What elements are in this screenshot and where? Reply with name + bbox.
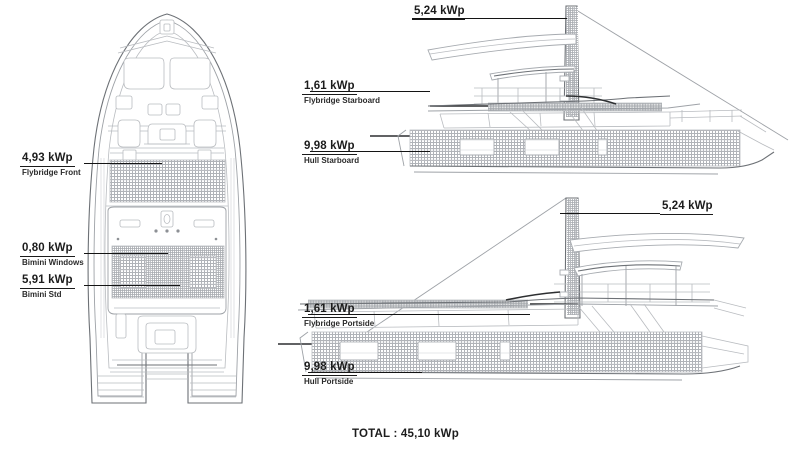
callout-hull-starboard: 9,98 kWp Hull Starboard xyxy=(302,136,359,166)
callout-flybridge-portside: 1,61 kWp Flybridge Portside xyxy=(302,299,374,329)
pv-flybridge-starboard xyxy=(488,103,662,111)
callout-label: Hull Starboard xyxy=(304,156,360,165)
callout-label: Hull Portside xyxy=(304,377,354,386)
callout-value: 5,24 kWp xyxy=(412,5,465,20)
leader-flybridge-front xyxy=(84,163,162,164)
plan-view-drawing xyxy=(60,8,275,418)
leader-bimini-windows xyxy=(84,253,168,254)
leader-mast-starboard xyxy=(412,18,567,19)
pv-bimini-window-left xyxy=(120,256,146,288)
callout-label: Flybridge Portside xyxy=(304,319,375,328)
callout-label: Flybridge Starboard xyxy=(304,96,381,105)
pv-hull-starboard xyxy=(410,130,740,166)
callout-label: Bimini Windows xyxy=(22,258,84,267)
callout-value: 1,61 kWp xyxy=(302,303,357,318)
callout-value: 1,61 kWp xyxy=(302,80,357,95)
callout-value: 5,24 kWp xyxy=(660,200,713,215)
callout-flybridge-front: 4,93 kWp Flybridge Front xyxy=(20,148,81,178)
pv-flybridge-front xyxy=(110,160,225,202)
callout-value: 4,93 kWp xyxy=(20,152,75,167)
pv-bimini-window-right xyxy=(190,256,216,288)
total-power-label: TOTAL : 45,10 kWp xyxy=(352,428,459,440)
callout-hull-portside: 9,98 kWp Hull Portside xyxy=(302,357,357,387)
callout-label: Bimini Std xyxy=(22,290,62,299)
portside-profile-drawing xyxy=(278,196,800,396)
callout-value: 5,91 kWp xyxy=(20,274,75,289)
callout-value: 9,98 kWp xyxy=(302,361,357,376)
callout-bimini-std: 5,91 kWp Bimini Std xyxy=(20,270,75,300)
leader-hull-portside xyxy=(308,372,422,373)
leader-flybridge-portside xyxy=(308,314,530,315)
callout-mast-starboard: 5,24 kWp xyxy=(412,1,465,20)
leader-mast-portside xyxy=(560,213,660,214)
callout-label: Flybridge Front xyxy=(22,168,81,177)
callout-value: 9,98 kWp xyxy=(302,140,357,155)
callout-flybridge-starboard: 1,61 kWp Flybridge Starboard xyxy=(302,76,380,106)
callout-bimini-windows: 0,80 kWp Bimini Windows xyxy=(20,238,84,268)
pv-flybridge-portside xyxy=(308,300,528,308)
starboard-profile-drawing xyxy=(370,4,800,184)
callout-value: 0,80 kWp xyxy=(20,242,75,257)
callout-mast-portside: 5,24 kWp xyxy=(660,196,713,215)
leader-hull-starboard xyxy=(310,151,430,152)
leader-bimini-std xyxy=(84,285,180,286)
leader-flybridge-starboard xyxy=(310,91,430,92)
